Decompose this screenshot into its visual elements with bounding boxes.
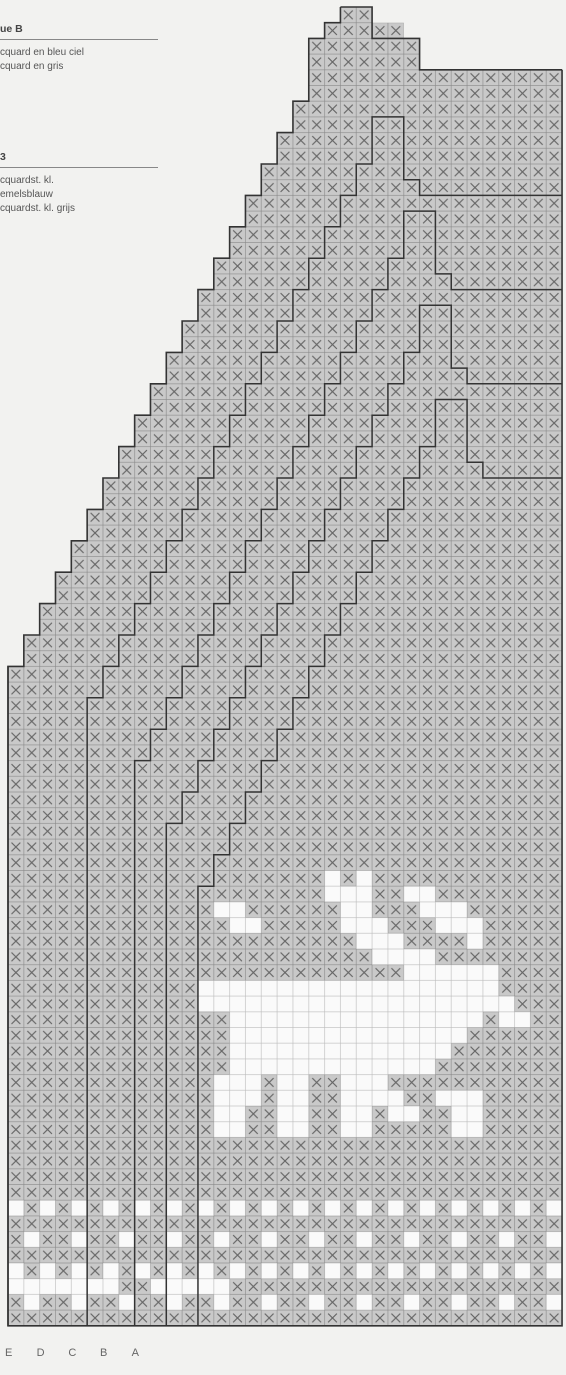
size-label-A: A: [132, 1347, 140, 1359]
size-label-B: B: [100, 1347, 107, 1359]
size-label-C: C: [68, 1347, 76, 1359]
size-label-E: E: [5, 1347, 12, 1359]
size-label-D: D: [37, 1347, 45, 1359]
